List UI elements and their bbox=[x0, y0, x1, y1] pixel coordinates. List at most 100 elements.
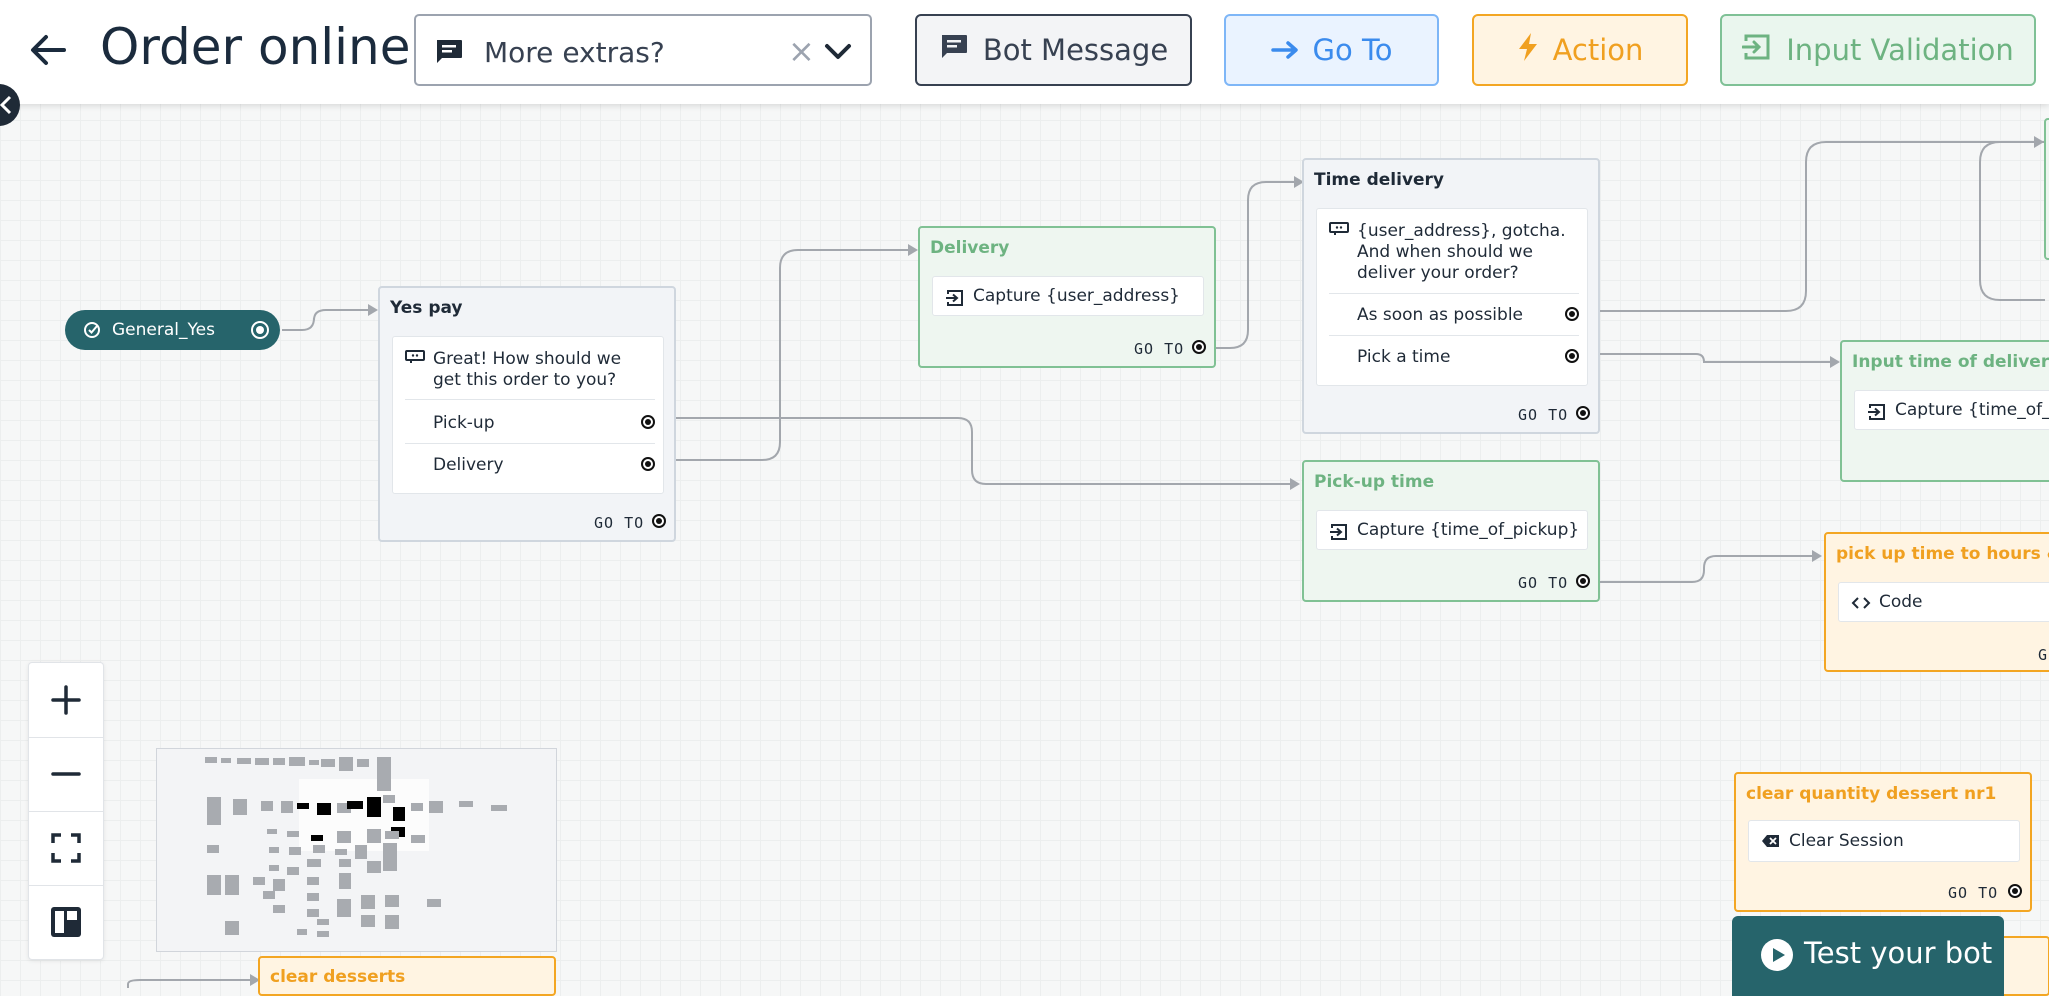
code-card[interactable]: Code bbox=[1838, 582, 2049, 622]
divider bbox=[29, 885, 103, 886]
divider bbox=[405, 443, 655, 444]
input-validation-label: Input Validation bbox=[1786, 33, 2014, 67]
node-title: Delivery bbox=[930, 238, 1010, 258]
node-clear-quantity-dessert[interactable]: clear quantity dessert nr1 Clear Session… bbox=[1734, 772, 2032, 912]
option-pick-a-time: Pick a time bbox=[1357, 347, 1451, 367]
goto-label: GO TO bbox=[1518, 406, 1569, 424]
selected-node-value: More extras? bbox=[484, 36, 665, 69]
node-pick-up-time[interactable]: Pick-up time Capture {time_of_pickup} GO… bbox=[1302, 460, 1600, 602]
goto-port[interactable] bbox=[1576, 406, 1590, 420]
fit-view-button[interactable] bbox=[29, 811, 103, 885]
intent-node-general-yes[interactable]: General_Yes bbox=[65, 310, 280, 350]
test-your-bot-button[interactable]: Test your bot bbox=[1732, 916, 2004, 996]
goto-port[interactable] bbox=[1192, 340, 1206, 354]
message-icon bbox=[939, 33, 969, 68]
divider bbox=[1329, 335, 1579, 336]
chevron-down-icon[interactable] bbox=[824, 42, 852, 66]
zoom-in-button[interactable] bbox=[29, 663, 103, 737]
divider bbox=[405, 399, 655, 400]
go-to-button[interactable]: Go To bbox=[1224, 14, 1439, 86]
output-port[interactable] bbox=[251, 321, 269, 339]
layout-icon bbox=[51, 907, 81, 937]
capture-text: Capture {user_address} bbox=[973, 286, 1180, 306]
node-delivery[interactable]: Delivery Capture {user_address} GO TO bbox=[918, 226, 1216, 368]
test-your-bot-label: Test your bot bbox=[1804, 936, 1993, 970]
arrow-right-icon bbox=[1270, 33, 1299, 67]
bot-message-icon bbox=[1329, 221, 1349, 241]
intent-label: General_Yes bbox=[112, 320, 215, 340]
input-validation-button[interactable]: Input Validation bbox=[1720, 14, 2036, 86]
capture-card[interactable]: Capture {user_address} bbox=[932, 276, 1204, 316]
action-text: Clear Session bbox=[1789, 831, 1904, 851]
node-offscreen-right[interactable] bbox=[2044, 118, 2049, 260]
code-icon bbox=[1851, 595, 1871, 615]
play-icon bbox=[1761, 939, 1793, 971]
clear-session-icon bbox=[1761, 833, 1781, 853]
divider bbox=[29, 737, 103, 738]
goto-port[interactable] bbox=[652, 514, 666, 528]
node-yes-pay[interactable]: Yes pay Great! How should we get this or… bbox=[378, 286, 676, 542]
message-icon bbox=[434, 38, 464, 70]
page-title: Order online bbox=[100, 18, 411, 76]
back-arrow-icon[interactable] bbox=[28, 30, 68, 70]
node-title: Yes pay bbox=[390, 298, 463, 318]
lightning-icon bbox=[1517, 32, 1539, 69]
capture-text: Capture {time_of_pickup} bbox=[1357, 520, 1580, 540]
action-label: Action bbox=[1552, 33, 1644, 67]
message-text: Great! How should we get this order to y… bbox=[433, 349, 622, 390]
clear-icon[interactable]: × bbox=[788, 32, 815, 70]
goto-label: G bbox=[2038, 646, 2049, 664]
minus-icon bbox=[51, 772, 81, 776]
goto-label: GO TO bbox=[594, 514, 645, 532]
goto-port[interactable] bbox=[2008, 884, 2022, 898]
minimap[interactable] bbox=[156, 748, 557, 952]
node-time-delivery[interactable]: Time delivery {user_address}, gotcha. An… bbox=[1302, 158, 1600, 434]
node-title: Pick-up time bbox=[1314, 472, 1435, 492]
goto-label: GO TO bbox=[1518, 574, 1569, 592]
goto-port[interactable] bbox=[1576, 574, 1590, 588]
plus-icon bbox=[51, 685, 81, 715]
action-button[interactable]: Action bbox=[1472, 14, 1688, 86]
node-input-time-of-delivery[interactable]: Input time of delivery Capture {time_of_… bbox=[1840, 340, 2049, 482]
capture-text: Capture {time_of_d bbox=[1895, 400, 2049, 420]
capture-card[interactable]: Capture {time_of_pickup} bbox=[1316, 510, 1588, 550]
node-title: clear desserts bbox=[270, 967, 406, 987]
message-card[interactable]: {user_address}, gotcha. And when should … bbox=[1316, 208, 1588, 386]
node-title: Time delivery bbox=[1314, 170, 1445, 190]
node-title: clear quantity dessert nr1 bbox=[1746, 784, 1997, 804]
fullscreen-icon bbox=[51, 833, 81, 863]
option-port[interactable] bbox=[1565, 307, 1579, 321]
node-title: pick up time to hours & mi bbox=[1836, 544, 2049, 564]
input-icon bbox=[945, 289, 965, 311]
canvas-controls bbox=[28, 662, 104, 960]
action-card[interactable]: Clear Session bbox=[1748, 820, 2020, 862]
node-title: Input time of delivery bbox=[1852, 352, 2049, 372]
auto-layout-button[interactable] bbox=[29, 885, 103, 959]
divider bbox=[1329, 293, 1579, 294]
bot-message-label: Bot Message bbox=[982, 33, 1169, 67]
sidebar-toggle[interactable] bbox=[0, 84, 20, 126]
zoom-out-button[interactable] bbox=[29, 737, 103, 811]
node-pick-up-time-to-hours[interactable]: pick up time to hours & mi Code G bbox=[1824, 532, 2049, 672]
input-icon bbox=[1867, 403, 1887, 425]
divider bbox=[29, 811, 103, 812]
option-pick-up: Pick-up bbox=[433, 413, 495, 433]
go-to-label: Go To bbox=[1312, 33, 1393, 67]
option-port[interactable] bbox=[1565, 349, 1579, 363]
option-port[interactable] bbox=[641, 457, 655, 471]
capture-card[interactable]: Capture {time_of_d bbox=[1854, 390, 2049, 430]
bot-message-button[interactable]: Bot Message bbox=[915, 14, 1192, 86]
goto-label: GO TO bbox=[1134, 340, 1185, 358]
goto-label: GO TO bbox=[1948, 884, 1999, 902]
code-text: Code bbox=[1879, 592, 1923, 612]
target-icon bbox=[84, 322, 100, 338]
top-toolbar: Order online More extras? × Bot Message … bbox=[0, 0, 2049, 104]
chevron-left-icon bbox=[0, 95, 12, 115]
input-icon bbox=[1329, 523, 1349, 545]
node-clear-desserts[interactable]: clear desserts bbox=[258, 956, 556, 996]
node-search-select[interactable]: More extras? × bbox=[414, 14, 872, 86]
option-port[interactable] bbox=[641, 415, 655, 429]
option-delivery: Delivery bbox=[433, 455, 504, 475]
message-card[interactable]: Great! How should we get this order to y… bbox=[392, 336, 664, 494]
